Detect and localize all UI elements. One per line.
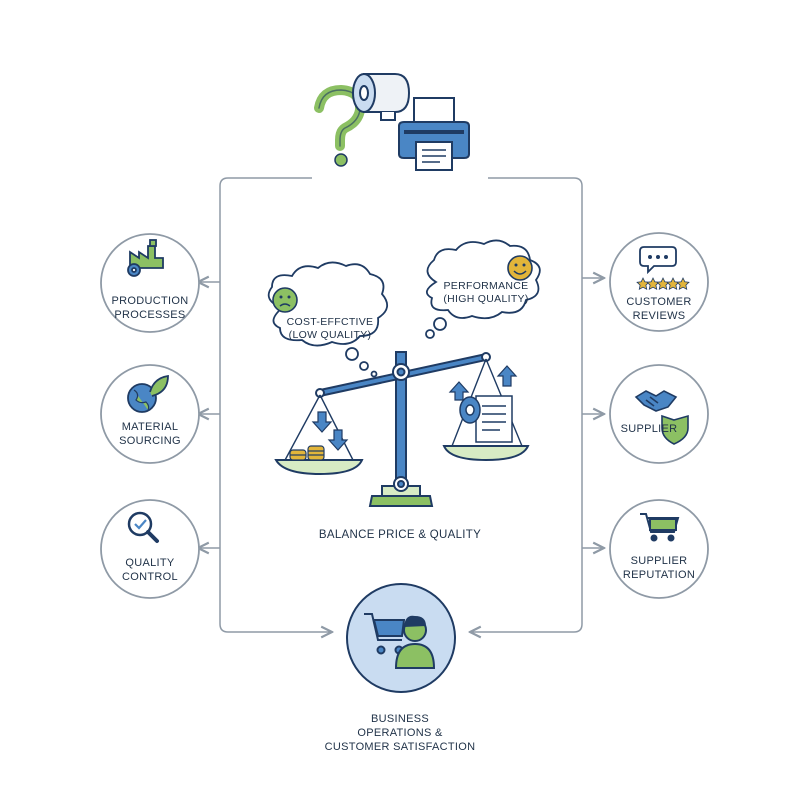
label-cost-effective: COST-EFFCTIVE (LOW QUALITY) — [286, 316, 374, 341]
magnifier-check-icon — [127, 511, 159, 543]
factory-gear-icon — [127, 239, 164, 277]
rating-stars — [636, 277, 690, 290]
coin-stack-icon — [289, 445, 325, 461]
label-production-processes: PRODUCTION PROCESSES — [111, 295, 189, 321]
label-material-sourcing: MATERIAL SOURCING — [119, 421, 181, 447]
sad-face-icon — [272, 287, 298, 313]
label-balance-price-quality: BALANCE PRICE & QUALITY — [318, 529, 482, 541]
happy-face-icon — [507, 255, 533, 281]
label-performance: PERFORMANCE (HIGH QUALITY) — [443, 280, 529, 305]
globe-leaf-icon — [127, 374, 169, 413]
balance-scale — [274, 351, 530, 507]
node-supplier-reputation — [609, 499, 709, 599]
label-business-operations: BUSINESS OPERATIONS & CUSTOMER SATISFACT… — [324, 713, 476, 753]
node-supplier — [609, 364, 709, 464]
cloud-low-quality — [267, 261, 388, 378]
shopping-cart-icon — [640, 513, 680, 542]
connector-frame — [198, 177, 604, 632]
label-quality-control: QUALITY CONTROL — [122, 557, 178, 583]
node-material-sourcing — [100, 364, 200, 464]
paper-roll-icon — [459, 395, 513, 443]
customer-cart-icon — [364, 613, 436, 669]
up-arrow-icon — [448, 365, 518, 401]
printer-icon — [398, 97, 470, 171]
chat-stars-icon — [639, 246, 677, 275]
node-business-operations — [346, 583, 456, 693]
node-production-processes — [100, 233, 200, 333]
label-supplier: SUPPLIER — [620, 423, 678, 435]
handshake-shield-icon — [634, 390, 689, 445]
down-arrow-icon — [311, 411, 349, 451]
node-customer-reviews — [609, 232, 709, 332]
toilet-paper-roll-icon — [352, 73, 411, 121]
label-supplier-reputation: SUPPLIER REPUTATION — [622, 555, 696, 581]
node-quality-control — [100, 499, 200, 599]
label-customer-reviews: CUSTOMER REVIEWS — [626, 296, 692, 322]
